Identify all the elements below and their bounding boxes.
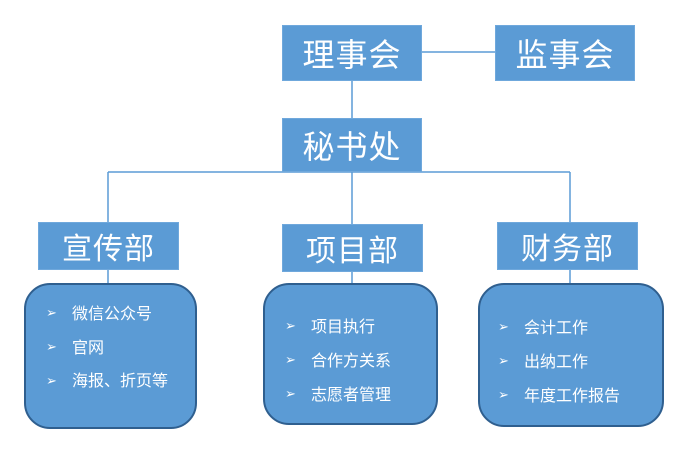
supervisory-label: 监事会 (515, 36, 615, 74)
arrow-bullet-icon: ➢ (285, 353, 296, 368)
publicity-node: 宣传部 (38, 222, 179, 270)
arrow-bullet-icon: ➢ (285, 319, 296, 334)
list-item: ➢合作方关系 (285, 344, 422, 378)
publicity-label: 宣传部 (62, 232, 155, 267)
arrow-bullet-icon: ➢ (46, 374, 57, 389)
secretariat-label: 秘书处 (302, 128, 402, 166)
list-item: ➢海报、折页等 (46, 365, 181, 399)
arrow-bullet-icon: ➢ (498, 354, 509, 369)
arrow-bullet-icon: ➢ (46, 340, 57, 355)
finance-label: 财务部 (521, 232, 614, 267)
arrow-bullet-icon: ➢ (498, 320, 509, 335)
list-item: ➢会计工作 (498, 311, 650, 345)
list-item: ➢官网 (46, 331, 181, 365)
projects-duties-box: ➢项目执行 ➢合作方关系 ➢志愿者管理 (263, 283, 438, 425)
list-item: ➢出纳工作 (498, 345, 650, 379)
projects-label: 项目部 (306, 234, 399, 269)
board-label: 理事会 (302, 36, 402, 74)
arrow-bullet-icon: ➢ (46, 306, 57, 321)
list-item: ➢年度工作报告 (498, 379, 650, 413)
list-item: ➢微信公众号 (46, 297, 181, 331)
secretariat-node: 秘书处 (282, 118, 422, 172)
finance-duties-box: ➢会计工作 ➢出纳工作 ➢年度工作报告 (478, 283, 664, 427)
publicity-duties-box: ➢微信公众号 ➢官网 ➢海报、折页等 (24, 283, 197, 429)
list-item: ➢志愿者管理 (285, 378, 422, 412)
board-node: 理事会 (282, 25, 422, 81)
arrow-bullet-icon: ➢ (285, 387, 296, 402)
projects-node: 项目部 (282, 224, 423, 272)
list-item: ➢项目执行 (285, 310, 422, 344)
arrow-bullet-icon: ➢ (498, 388, 509, 403)
supervisory-node: 监事会 (495, 25, 635, 81)
finance-node: 财务部 (497, 222, 638, 270)
